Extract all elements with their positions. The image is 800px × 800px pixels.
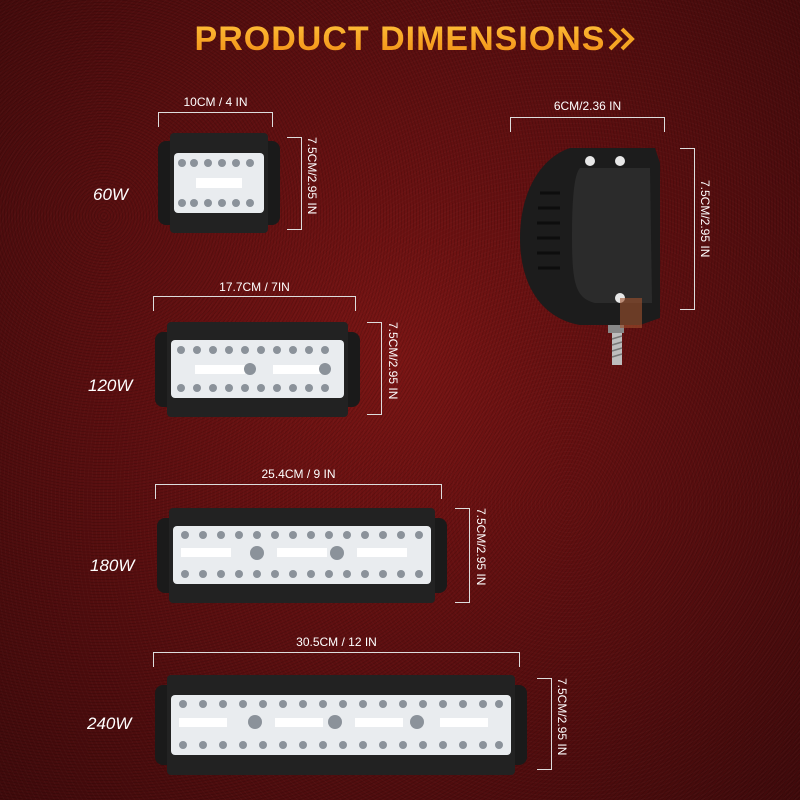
- width-dimension-line: [158, 112, 273, 127]
- light-bar-180w: [157, 508, 447, 603]
- height-dimension-line: [455, 508, 470, 603]
- side-height-label: 7.5CM/2.95 IN: [698, 180, 712, 258]
- width-dimension-line: [153, 652, 520, 667]
- light-bar-240w: [155, 675, 527, 775]
- height-dimension-line: [367, 322, 382, 415]
- width-dimension-line: [155, 484, 442, 499]
- height-dimension-line: [537, 678, 552, 770]
- side-height-dimension-line: [680, 148, 695, 310]
- width-label: 25.4CM / 9 IN: [261, 467, 336, 481]
- light-bar-60w: [158, 133, 280, 233]
- side-width-label: 6CM/2.36 IN: [553, 99, 622, 113]
- side-view-housing: [520, 148, 660, 365]
- height-label: 7.5CM/2.95 IN: [474, 508, 488, 586]
- height-label: 7.5CM/2.95 IN: [386, 322, 400, 400]
- side-width-dimension-line: [510, 117, 665, 132]
- height-label: 7.5CM/2.95 IN: [555, 678, 569, 756]
- page-title: PRODUCT DIMENSIONS: [0, 20, 800, 59]
- double-chevron-icon: [608, 27, 635, 51]
- light-bar-120w: [155, 322, 360, 417]
- wattage-label: 120W: [88, 376, 133, 395]
- wattage-label: 240W: [87, 714, 132, 733]
- width-dimension-line: [153, 296, 356, 311]
- height-label: 7.5CM/2.95 IN: [305, 137, 319, 215]
- height-dimension-line: [287, 137, 302, 230]
- width-label: 30.5CM / 12 IN: [296, 635, 377, 649]
- wattage-label: 60W: [93, 185, 128, 204]
- width-label: 17.7CM / 7IN: [219, 280, 290, 294]
- wattage-label: 180W: [90, 556, 135, 575]
- width-label: 10CM / 4 IN: [183, 95, 248, 109]
